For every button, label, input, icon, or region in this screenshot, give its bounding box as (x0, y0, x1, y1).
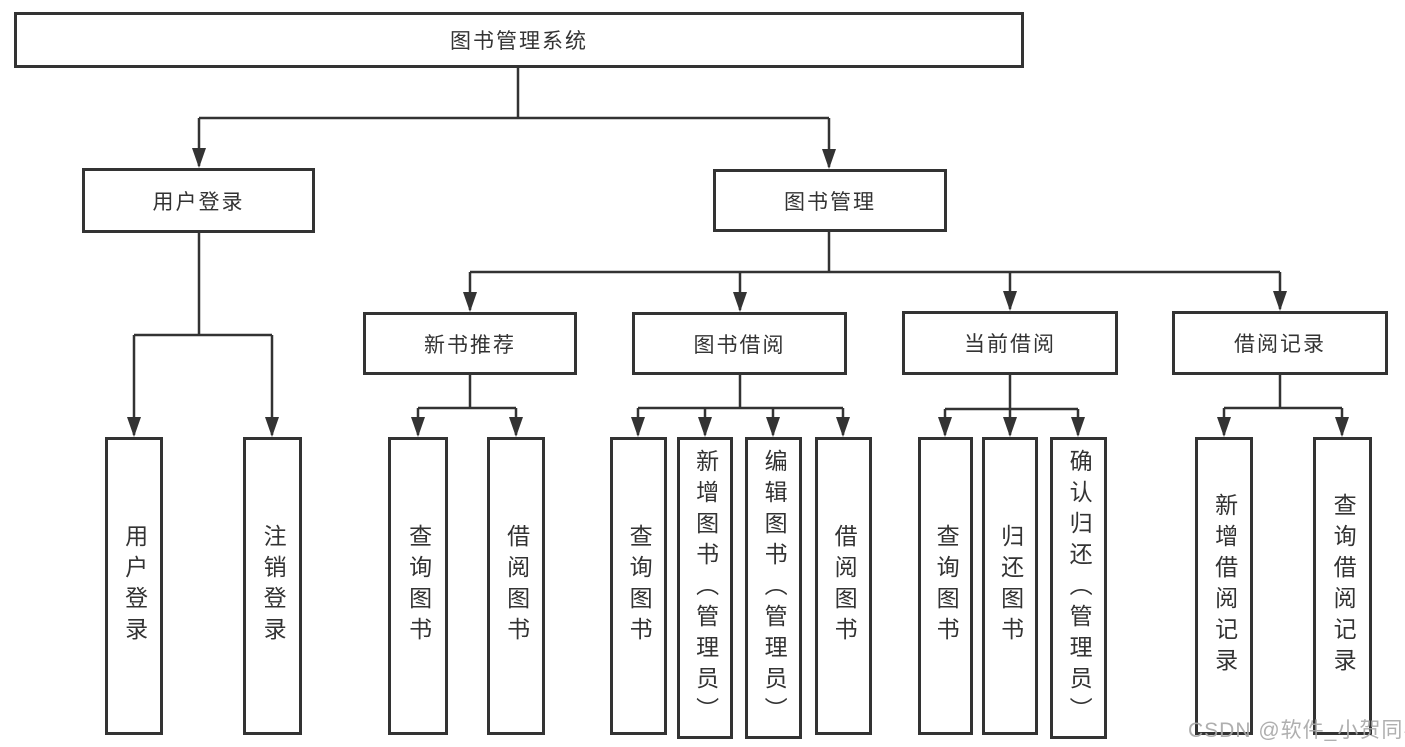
leaf-edit-book-admin: 编辑图书（管理员） (745, 437, 802, 739)
leaf-logout: 注销登录 (243, 437, 302, 735)
leaf-confirm-return-admin-label: 确认归还（管理员） (1066, 448, 1093, 728)
leaf-add-borrow-record: 新增借阅记录 (1195, 437, 1253, 735)
leaf-add-book-admin-label: 新增图书（管理员） (692, 448, 719, 728)
leaf-query-books-recommend: 查询图书 (388, 437, 448, 735)
leaf-confirm-return-admin: 确认归还（管理员） (1050, 437, 1107, 739)
node-new-book-recommend: 新书推荐 (363, 312, 577, 375)
node-borrowing-records: 借阅记录 (1172, 311, 1388, 375)
leaf-return-book: 归还图书 (982, 437, 1038, 735)
leaf-query-books-borrowing-label: 查询图书 (626, 524, 653, 648)
node-current-borrowing: 当前借阅 (902, 311, 1118, 375)
node-library-management-system: 图书管理系统 (14, 12, 1024, 68)
leaf-user-login-label: 用户登录 (121, 524, 148, 648)
node-book-borrowing: 图书借阅 (632, 312, 847, 375)
leaf-add-borrow-record-label: 新增借阅记录 (1211, 493, 1238, 679)
leaf-edit-book-admin-label: 编辑图书（管理员） (761, 448, 788, 728)
leaf-query-books-borrowing: 查询图书 (610, 437, 667, 735)
leaf-query-books-recommend-label: 查询图书 (405, 524, 432, 648)
leaf-query-books-current-label: 查询图书 (933, 524, 960, 648)
leaf-query-books-current: 查询图书 (918, 437, 973, 735)
leaf-borrow-books-recommend: 借阅图书 (487, 437, 545, 735)
leaf-user-login: 用户登录 (105, 437, 163, 735)
leaf-borrow-books-borrowing: 借阅图书 (815, 437, 872, 735)
leaf-return-book-label: 归还图书 (997, 524, 1024, 648)
leaf-add-book-admin: 新增图书（管理员） (677, 437, 733, 739)
leaf-logout-label: 注销登录 (260, 524, 287, 648)
leaf-query-borrow-record-label: 查询借阅记录 (1330, 493, 1357, 679)
leaf-query-borrow-record: 查询借阅记录 (1313, 437, 1372, 735)
leaf-borrow-books-recommend-label: 借阅图书 (503, 524, 530, 648)
node-user-login-branch: 用户登录 (82, 168, 315, 233)
node-book-management-branch: 图书管理 (713, 169, 947, 232)
leaf-borrow-books-borrowing-label: 借阅图书 (831, 524, 858, 648)
csdn-watermark: CSDN @软件_小贺同学 (1188, 719, 1405, 742)
